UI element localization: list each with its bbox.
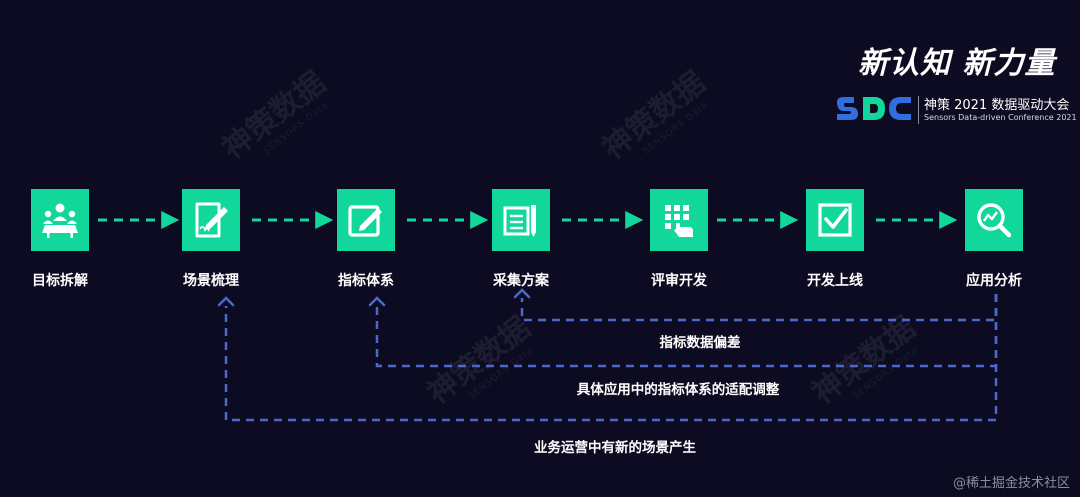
feedback-label-metric-deviation: 指标数据偏差	[659, 335, 741, 351]
feedback-label-new-scenario: 业务运营中有新的场景产生	[534, 440, 696, 456]
keypad-touch-icon	[665, 205, 693, 237]
sdc-logo-icon	[837, 97, 911, 120]
feedback-arrowhead	[368, 296, 386, 307]
step-label-application-analysis: 应用分析	[966, 273, 1022, 289]
step-box-goal-breakdown	[31, 189, 89, 251]
feedback-loop-1	[520, 294, 998, 322]
step-box-review-dev	[650, 189, 708, 251]
document-pen-icon	[195, 202, 228, 238]
checkbox-icon	[818, 203, 852, 237]
feedback-arrowhead	[513, 288, 531, 299]
slogan: 新认知 新力量	[858, 46, 1056, 81]
notebook-icon	[503, 205, 536, 237]
step-label-metric-system: 指标体系	[338, 273, 394, 289]
step-box-scenario-sorting	[182, 189, 240, 251]
magnifier-chart-icon	[977, 203, 1012, 238]
step-label-collection-plan: 采集方案	[493, 273, 549, 289]
step-label-scenario-sorting: 场景梳理	[183, 273, 239, 289]
feedback-label-metric-adjustment: 具体应用中的指标体系的适配调整	[576, 382, 780, 398]
edit-icon	[348, 205, 382, 237]
step-box-metric-system	[337, 189, 395, 251]
feedback-loop-3	[224, 294, 998, 422]
step-label-release: 开发上线	[807, 273, 863, 289]
brand-divider	[918, 96, 919, 124]
feedback-arrowhead	[217, 296, 235, 307]
step-label-review-dev: 评审开发	[651, 273, 707, 289]
step-label-goal-breakdown: 目标拆解	[32, 273, 88, 289]
step-box-collection-plan	[492, 189, 550, 251]
event-subtitle: Sensors Data-driven Conference 2021	[924, 113, 1077, 122]
meeting-icon	[42, 203, 78, 238]
source-credit: @稀土掘金技术社区	[952, 476, 1070, 491]
step-box-application-analysis	[965, 189, 1023, 251]
brand-block: 新认知 新力量 神策 2021 数据驱动大会 Sensors Data-driv…	[834, 38, 1077, 128]
feedback-loop-2	[375, 294, 998, 368]
sdc-logo	[834, 94, 914, 122]
event-title: 神策 2021 数据驱动大会	[924, 98, 1070, 113]
step-box-release	[806, 189, 864, 251]
